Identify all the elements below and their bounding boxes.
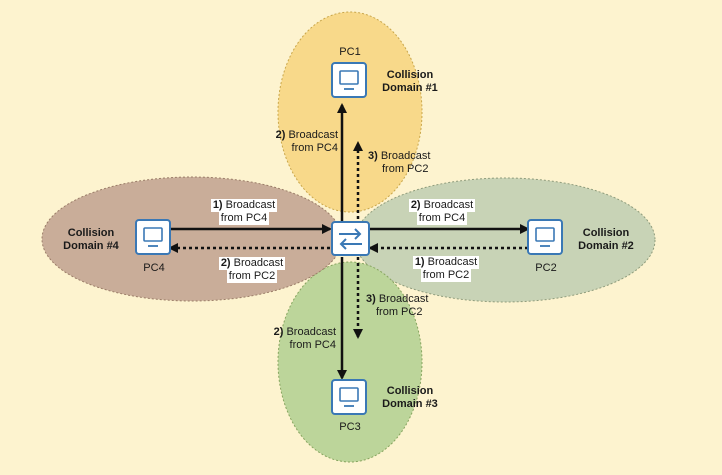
pc1-computer-icon (331, 62, 367, 98)
collision-domain-1-label: Collision Domain #1 (380, 69, 440, 95)
collision-domain-1-line1: Collision (386, 69, 434, 81)
label-down-dotted-broadcast-pc2: 3) Broadcast from PC2 (366, 293, 440, 319)
label-left-top-broadcast-pc4: 1) Broadcast from PC4 (202, 199, 286, 225)
label-up-line1: Broadcast (288, 129, 338, 141)
label-down-dot-line2: from PC2 (376, 306, 423, 318)
collision-domain-4-label: Collision Domain #4 (60, 227, 122, 253)
label-up-num: 2) (275, 129, 286, 141)
label-down-dot-num: 3) (366, 293, 376, 305)
label-down-dot-line1: Broadcast (378, 293, 429, 305)
label-up-broadcast-pc4: 2) Broadcast from PC4 (264, 129, 338, 155)
label-left-top-line2: from PC4 (218, 212, 270, 225)
label-right-bot-line1: Broadcast (427, 256, 478, 268)
collision-domain-3-line1: Collision (386, 385, 434, 397)
label-left-bot-line2: from PC2 (226, 270, 278, 283)
collision-domain-3-label: Collision Domain #3 (380, 385, 440, 411)
switch-icon (331, 221, 370, 256)
label-left-top-line1: Broadcast (225, 199, 276, 211)
pc4-label: PC4 (143, 262, 165, 274)
label-right-bot-broadcast-pc2: 1) Broadcast from PC2 (404, 256, 488, 282)
collision-domain-1-area (277, 11, 423, 213)
label-up-dot-line1: Broadcast (380, 150, 431, 162)
label-up-dotted-broadcast-pc2: 3) Broadcast from PC2 (368, 150, 442, 176)
label-down-line1: Broadcast (286, 326, 336, 338)
collision-domain-3-line2: Domain #3 (382, 398, 438, 410)
collision-domain-4-line2: Domain #4 (63, 240, 119, 252)
pc2-label: PC2 (535, 262, 557, 274)
label-down-broadcast-pc4: 2) Broadcast from PC4 (262, 326, 336, 352)
pc1-label: PC1 (339, 46, 361, 58)
collision-domain-4-line1: Collision (67, 227, 115, 239)
collision-domain-3-area (277, 261, 423, 463)
label-down-num: 2) (273, 326, 284, 338)
collision-domain-2-line2: Domain #2 (578, 240, 634, 252)
label-right-top-num: 2) (410, 199, 421, 211)
label-up-dot-num: 3) (368, 150, 378, 162)
collision-domain-1-line2: Domain #1 (382, 82, 438, 94)
pc4-computer-icon (135, 219, 171, 255)
label-right-top-line2: from PC4 (416, 212, 468, 225)
pc3-label: PC3 (339, 421, 361, 433)
label-right-top-broadcast-pc4: 2) Broadcast from PC4 (400, 199, 484, 225)
label-up-line2: from PC4 (291, 142, 338, 154)
label-right-top-line1: Broadcast (423, 199, 474, 211)
pc2-computer-icon (527, 219, 563, 255)
label-right-bot-line2: from PC2 (420, 269, 472, 282)
label-left-top-num: 1) (212, 199, 223, 211)
label-left-bot-line1: Broadcast (233, 257, 284, 269)
label-left-bot-broadcast-pc2: 2) Broadcast from PC2 (210, 257, 294, 283)
collision-domain-2-line1: Collision (582, 227, 630, 239)
pc3-computer-icon (331, 379, 367, 415)
label-right-bot-num: 1) (414, 256, 425, 268)
label-left-bot-num: 2) (220, 257, 231, 269)
label-down-line2: from PC4 (289, 339, 336, 351)
label-up-dot-line2: from PC2 (382, 163, 429, 175)
collision-domain-2-label: Collision Domain #2 (575, 227, 637, 253)
